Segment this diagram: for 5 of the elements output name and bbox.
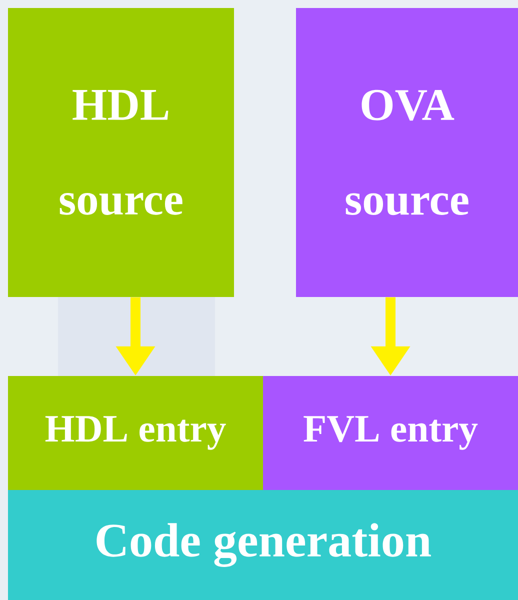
process-box: OVA source: [296, 8, 518, 297]
process-box: HDL source: [8, 8, 234, 297]
process-box: Code generation: [8, 490, 518, 600]
process-box: FVL entry: [263, 376, 518, 490]
process-box: HDL entry: [8, 376, 263, 490]
